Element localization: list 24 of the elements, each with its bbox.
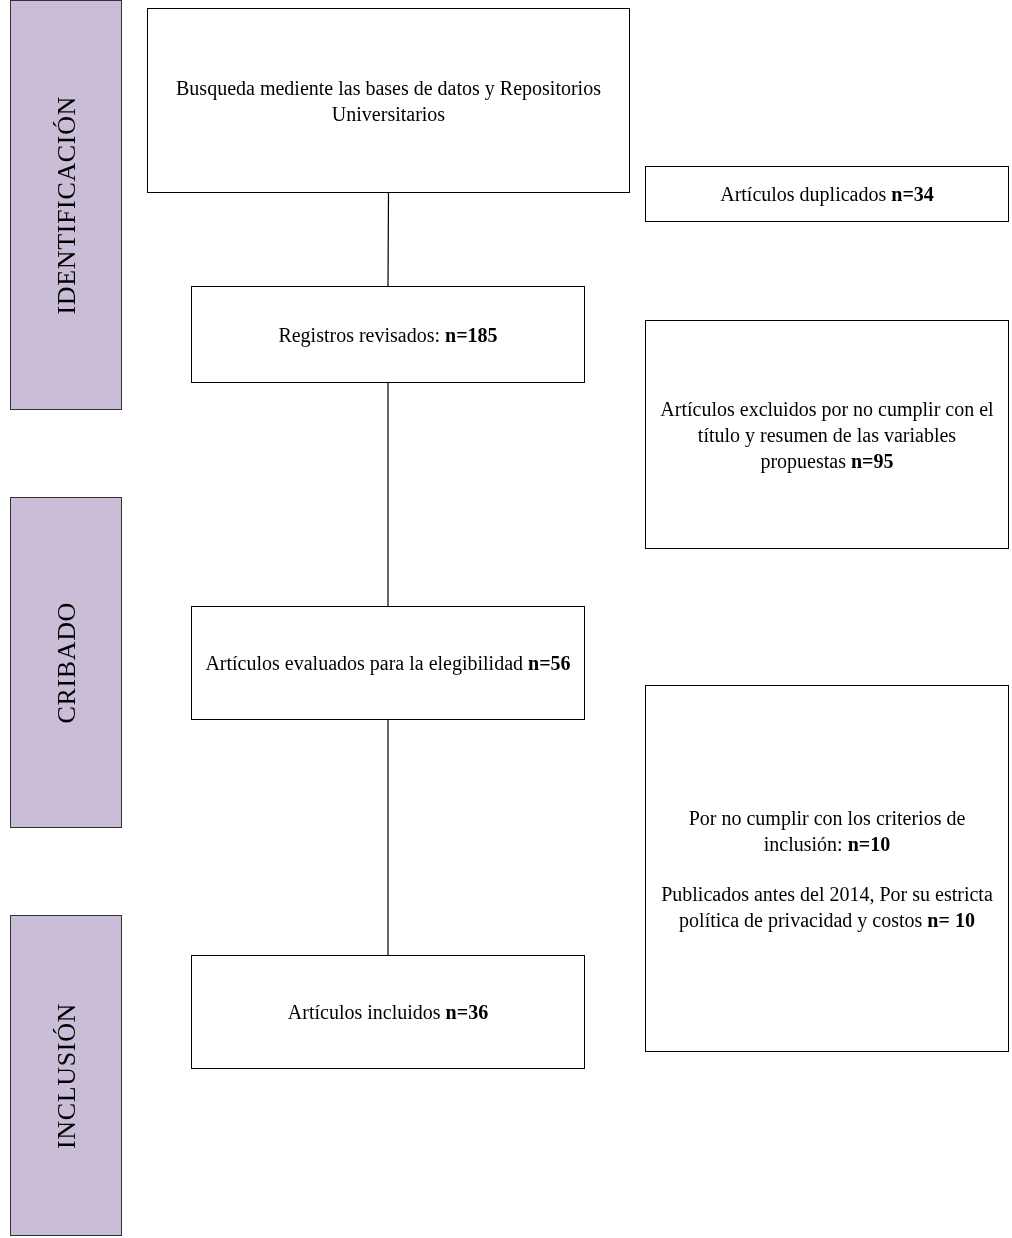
phase-label: INCLUSIÓN [50, 1002, 82, 1149]
process-box [191, 286, 585, 383]
process-box [191, 606, 585, 720]
process-box [645, 166, 1009, 222]
box-text: Por no cumplir con los criterios de inclusión: n=10 [687, 805, 967, 857]
process-box [147, 8, 630, 193]
phase-band [10, 497, 122, 828]
box-text: Busqueda mediente las bases de datos y Repositorios Universitarios [175, 75, 602, 127]
connector-line [387, 382, 389, 607]
connector-line [387, 192, 390, 287]
box-text: Artículos duplicados n=34 [720, 182, 934, 207]
box-text: Publicados antes del 2014, Por su estricta política de privacidad y costos n= 10 [660, 881, 994, 933]
box-text: Artículos evaluados para la elegibilidad n=56 [205, 651, 571, 676]
box-text: Artículos excluidos por no cumplir con el título y resumen de las variables propuestas n=95 [659, 396, 995, 474]
connector-line [387, 719, 389, 956]
process-box [645, 685, 1009, 1052]
phase-band [10, 915, 122, 1236]
process-box [191, 955, 585, 1069]
phase-band [10, 0, 122, 410]
process-box [645, 320, 1009, 549]
box-text: Artículos incluidos n=36 [287, 1000, 489, 1025]
box-text: Registros revisados: n=185 [278, 322, 498, 348]
phase-label: IDENTIFICACIÓN [50, 95, 82, 315]
phase-label: CRIBADO [50, 601, 82, 724]
